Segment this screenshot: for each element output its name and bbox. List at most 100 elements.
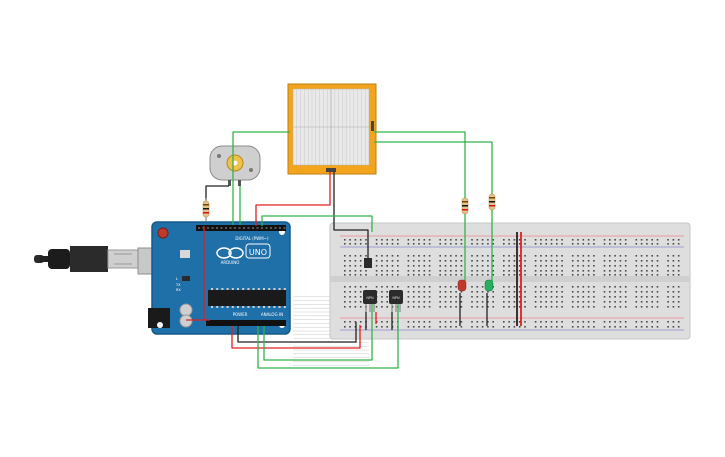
breadboard-hole xyxy=(354,274,357,276)
led-red[interactable] xyxy=(457,279,467,292)
breadboard-hole xyxy=(672,326,675,328)
breadboard-hole xyxy=(487,321,489,323)
wire-bottom-black[interactable] xyxy=(237,322,357,343)
breadboard-hole xyxy=(508,265,510,267)
dc-motor[interactable] xyxy=(209,145,261,186)
breadboard-hole xyxy=(646,239,648,241)
breadboard-hole xyxy=(624,296,627,298)
breadboard-hole xyxy=(487,243,489,245)
breadboard-hole xyxy=(397,239,399,241)
breadboard-hole xyxy=(587,265,590,267)
breadboard-hole xyxy=(582,286,585,288)
power-analog-header xyxy=(206,320,286,326)
breadboard-hole xyxy=(439,239,441,241)
chip-pin xyxy=(216,288,219,290)
breadboard-hole xyxy=(582,296,585,298)
wire-plotter-left[interactable] xyxy=(232,131,290,225)
breadboard-hole xyxy=(593,321,595,323)
breadboard-hole xyxy=(582,255,585,257)
wire-plotter-ground[interactable] xyxy=(333,172,369,262)
wire-plotter-led-green[interactable] xyxy=(374,141,493,285)
breadboard-hole xyxy=(513,270,516,272)
breadboard-hole xyxy=(471,286,473,288)
breadboard-hole xyxy=(354,321,357,323)
resistor-led-red[interactable] xyxy=(461,197,469,215)
breadboard-hole xyxy=(439,291,441,293)
wire-analog-to-t1[interactable] xyxy=(263,300,373,361)
breadboard-hole xyxy=(354,286,357,288)
breadboard-hole xyxy=(556,274,558,276)
header-pin xyxy=(279,227,281,229)
breadboard-hole xyxy=(455,326,457,328)
breadboard-hole xyxy=(381,260,383,262)
breadboard-hole xyxy=(513,321,516,323)
led-green[interactable] xyxy=(484,279,494,292)
breadboard-hole xyxy=(640,321,643,323)
wire-motor-ground[interactable] xyxy=(205,185,229,200)
breadboard-hole xyxy=(503,291,505,293)
breadboard-hole xyxy=(471,301,473,303)
breadboard-hole xyxy=(391,239,394,241)
wire-bottom-red[interactable] xyxy=(231,325,361,349)
capacitor xyxy=(179,314,193,328)
breadboard-hole xyxy=(450,306,452,308)
breadboard-hole xyxy=(571,306,574,308)
transistor-1[interactable]: NPN xyxy=(363,290,377,312)
breadboard-hole xyxy=(635,296,638,298)
resistor-led-green[interactable] xyxy=(488,193,496,211)
header-pin xyxy=(225,227,227,229)
breadboard-hole xyxy=(354,255,357,257)
breadboard-hole xyxy=(487,239,489,241)
breadboard-hole xyxy=(375,255,378,257)
breadboard-hole xyxy=(428,321,431,323)
breadboard-hole xyxy=(407,321,410,323)
breadboard-hole xyxy=(423,321,426,323)
breadboard-hole xyxy=(635,321,638,323)
breadboard-hole xyxy=(561,291,563,293)
breadboard-hole xyxy=(667,296,669,298)
breadboard-hole xyxy=(619,239,622,241)
wire-analog-to-t2[interactable] xyxy=(257,300,399,369)
breadboard-hole xyxy=(577,291,579,293)
breadboard-hole xyxy=(455,270,457,272)
arduino-uno-board[interactable]: DIGITAL (PWM~) ARDUINO UNO L TX RX POWER… xyxy=(137,221,291,335)
reset-button[interactable] xyxy=(157,227,169,239)
breadboard-hole xyxy=(609,270,611,272)
usb-cable[interactable] xyxy=(34,246,139,272)
power-label: POWER xyxy=(233,312,248,317)
breadboard-hole xyxy=(476,326,479,328)
transistor-2[interactable]: NPN xyxy=(389,290,403,312)
breadboard-hole xyxy=(614,265,616,267)
breadboard-hole xyxy=(577,239,579,241)
breadboard-hole xyxy=(349,274,351,276)
breadboard-hole xyxy=(423,270,426,272)
wire-plotter-red[interactable] xyxy=(255,172,331,226)
breadboard-hole xyxy=(646,265,648,267)
wire-plotter-led-red[interactable] xyxy=(374,131,466,285)
breadboard-hole xyxy=(391,270,394,272)
diode[interactable] xyxy=(364,258,372,268)
breadboard-hole xyxy=(471,326,473,328)
breadboard-hole xyxy=(455,255,457,257)
breadboard[interactable] xyxy=(329,222,691,340)
breadboard-hole xyxy=(418,239,420,241)
wire-digital-to-bb[interactable] xyxy=(261,215,373,232)
breadboard-hole xyxy=(487,265,489,267)
breadboard-hole xyxy=(481,274,484,276)
breadboard-hole xyxy=(518,260,521,262)
plotter-display[interactable] xyxy=(287,83,377,366)
breadboard-hole xyxy=(439,260,441,262)
breadboard-hole xyxy=(455,286,457,288)
breadboard-hole xyxy=(545,326,547,328)
breadboard-hole xyxy=(381,301,383,303)
breadboard-hole xyxy=(518,239,521,241)
breadboard-hole xyxy=(672,296,675,298)
breadboard-hole xyxy=(556,243,558,245)
resistor-motor[interactable] xyxy=(202,198,210,222)
breadboard-hole xyxy=(561,243,563,245)
breadboard-hole xyxy=(587,301,590,303)
header-pin xyxy=(247,227,250,229)
header-pin xyxy=(234,227,236,229)
breadboard-hole xyxy=(444,296,447,298)
breadboard-hole xyxy=(667,291,669,293)
